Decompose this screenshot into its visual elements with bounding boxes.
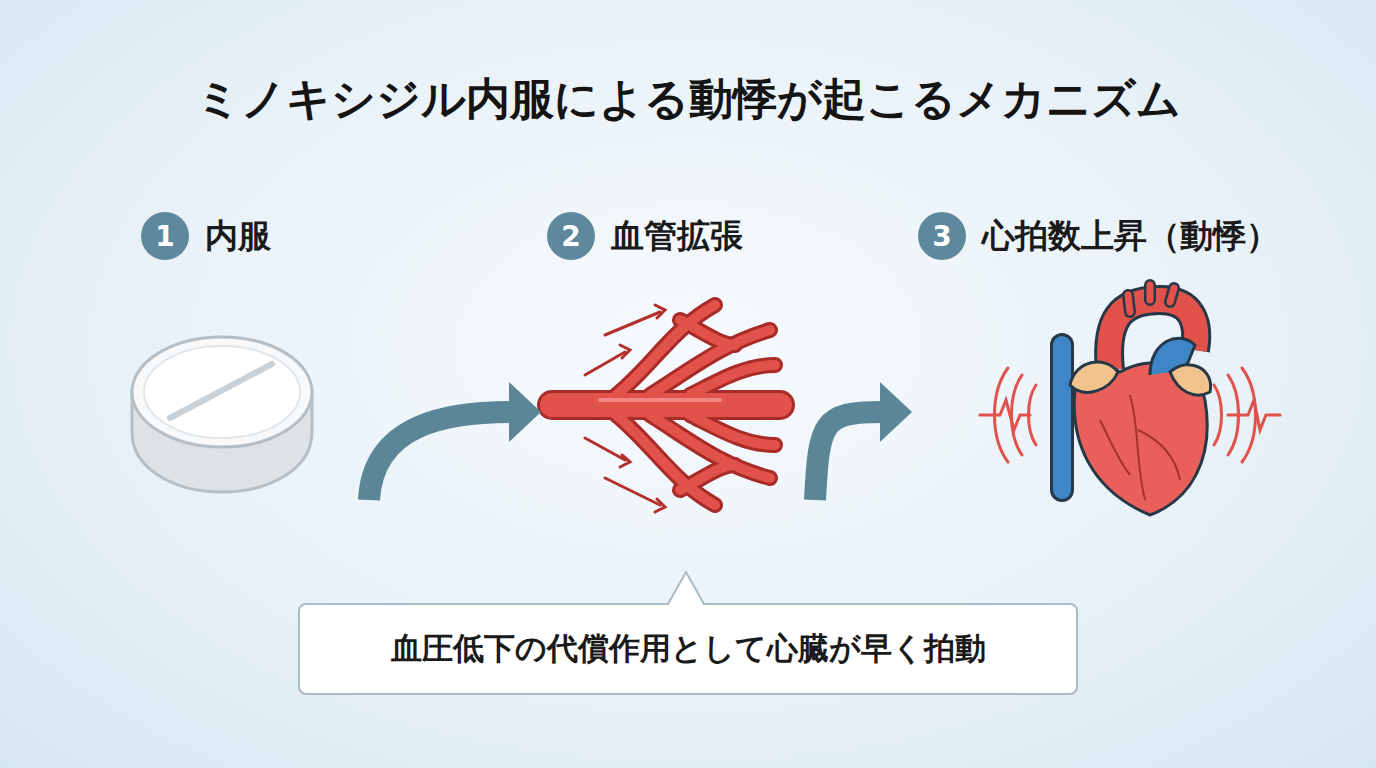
callout-box: 血圧低下の代償作用として心臓が早く拍動 — [298, 603, 1078, 695]
callout-text: 血圧低下の代償作用として心臓が早く拍動 — [391, 628, 986, 670]
step-number: 2 — [547, 212, 595, 260]
arrow-head — [880, 382, 912, 442]
curved-arrow — [369, 382, 541, 500]
arrow-shaft — [815, 412, 882, 500]
step-header: 3 心拍数上昇（動悸） — [918, 212, 1298, 260]
step-header: 1 内服 — [141, 212, 361, 260]
step-header: 2 血管拡張 — [547, 212, 807, 260]
vessel-illustration — [552, 305, 780, 512]
step-number: 1 — [141, 212, 189, 260]
step-heading: 内服 — [205, 214, 271, 259]
arrow-head — [509, 382, 541, 442]
step-column: 2 血管拡張 — [547, 212, 807, 502]
diagram-title: ミノキシジル内服による動悸が起こるメカニズム — [0, 70, 1376, 129]
step-column: 1 内服 — [141, 212, 361, 502]
tablet-illustration — [132, 337, 312, 492]
heart-illustration — [980, 285, 1280, 515]
step-number: 3 — [918, 212, 966, 260]
curved-arrow — [815, 382, 912, 500]
step-column: 3 心拍数上昇（動悸） — [918, 212, 1298, 502]
step-heading: 心拍数上昇（動悸） — [982, 214, 1279, 259]
step-heading: 血管拡張 — [611, 214, 743, 259]
arrow-shaft — [369, 412, 511, 500]
